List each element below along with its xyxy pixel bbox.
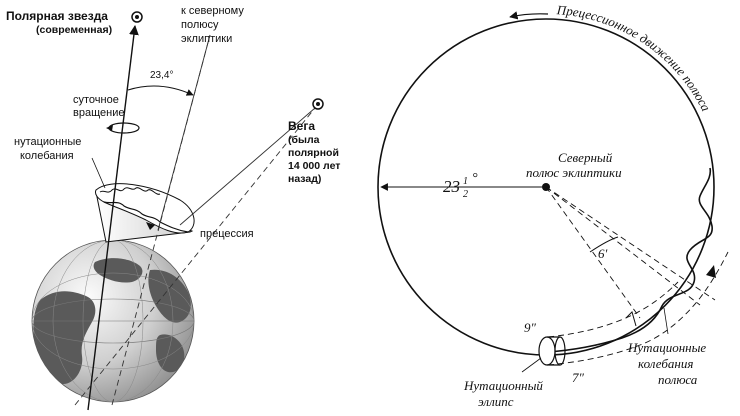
nutation-oscillation-label-1: Нутационные bbox=[627, 340, 706, 355]
nutation-envelope-inner bbox=[547, 281, 679, 338]
ecliptic-pole-label-1-right: Северный bbox=[558, 150, 613, 165]
nutation-ellipse-label-2: эллипс bbox=[478, 394, 514, 409]
ecliptic-pole-label-2-right: полюс эклиптики bbox=[526, 165, 622, 180]
ellipse-pointer bbox=[521, 357, 542, 373]
nutation-oscillation-label-2: колебания bbox=[638, 356, 693, 371]
nutation-ellipse-label-1: Нутационный bbox=[463, 378, 543, 393]
earth-rotation-axis bbox=[87, 25, 139, 411]
nutation-pointer bbox=[91, 157, 106, 189]
ellipse-axis-9: 9″ bbox=[524, 320, 537, 335]
polaris-name: Полярная звезда bbox=[6, 9, 108, 23]
daily-rotation-arrow bbox=[106, 122, 140, 134]
polaris-star-icon bbox=[131, 11, 143, 23]
precession-cone bbox=[95, 183, 195, 243]
daily-rotation-label-2: вращение bbox=[73, 107, 124, 119]
pole-ray-1 bbox=[545, 186, 641, 319]
tilt-angle-arc bbox=[127, 85, 194, 96]
wave-tick bbox=[625, 311, 637, 327]
radius-denominator: 2 bbox=[463, 189, 468, 200]
precession-direction-arrow bbox=[509, 11, 549, 20]
radius-label: 23 1 2 ° bbox=[443, 171, 478, 200]
vega-direction-line-upper bbox=[179, 107, 316, 226]
nutation-envelope-outer bbox=[547, 251, 729, 366]
nutation-wave-arrow bbox=[706, 265, 716, 278]
nutation-label-1: нутационные bbox=[14, 136, 81, 148]
polaris-note: (современная) bbox=[36, 24, 112, 36]
ecliptic-pole-label-3: эклиптики bbox=[181, 33, 232, 45]
daily-rotation-label-1: суточное bbox=[73, 94, 119, 106]
vega-note-1: (была bbox=[288, 134, 320, 146]
radius-unit: ° bbox=[472, 171, 478, 186]
vega-direction-line bbox=[74, 107, 316, 406]
nutation-wave bbox=[547, 167, 713, 353]
ellipse-axis-7: 7″ bbox=[572, 370, 585, 385]
precession-motion-textpath: Прецессионное движение полюса bbox=[555, 2, 714, 114]
angle-arc bbox=[589, 236, 619, 253]
right-panel: Прецессионное движение полюса 23 1 2 ° С… bbox=[377, 2, 729, 409]
vega-star-icon bbox=[312, 98, 324, 110]
nutation-oscillation-label-3: полюса bbox=[658, 372, 698, 387]
nutation-ellipse bbox=[538, 336, 566, 366]
nutation-label-2: колебания bbox=[20, 150, 74, 162]
radius-whole: 23 bbox=[443, 177, 460, 196]
earth-globe bbox=[31, 239, 195, 403]
ecliptic-pole-label-1: к северному bbox=[181, 5, 244, 17]
pole-ray-2 bbox=[545, 186, 701, 306]
radius-numerator: 1 bbox=[463, 176, 468, 187]
vega-note-3: 14 000 лет bbox=[288, 160, 340, 172]
ecliptic-pole-label-2: полюсу bbox=[181, 19, 219, 31]
left-panel: 23,4° Полярная звезда (современная) к се… bbox=[6, 5, 340, 411]
pole-ray-3 bbox=[545, 186, 716, 301]
oscillation-pointer bbox=[663, 307, 669, 335]
vega-note-4: назад) bbox=[288, 173, 321, 185]
precession-motion-label: Прецессионное движение полюса bbox=[555, 2, 714, 114]
vega-name: Вега bbox=[288, 119, 315, 133]
vega-note-2: полярной bbox=[288, 147, 339, 159]
precession-label: прецессия bbox=[200, 228, 254, 240]
tilt-angle-label: 23,4° bbox=[150, 70, 173, 81]
ecliptic-pole-axis-upper bbox=[157, 34, 211, 231]
angle-label: 6′ bbox=[598, 246, 608, 261]
